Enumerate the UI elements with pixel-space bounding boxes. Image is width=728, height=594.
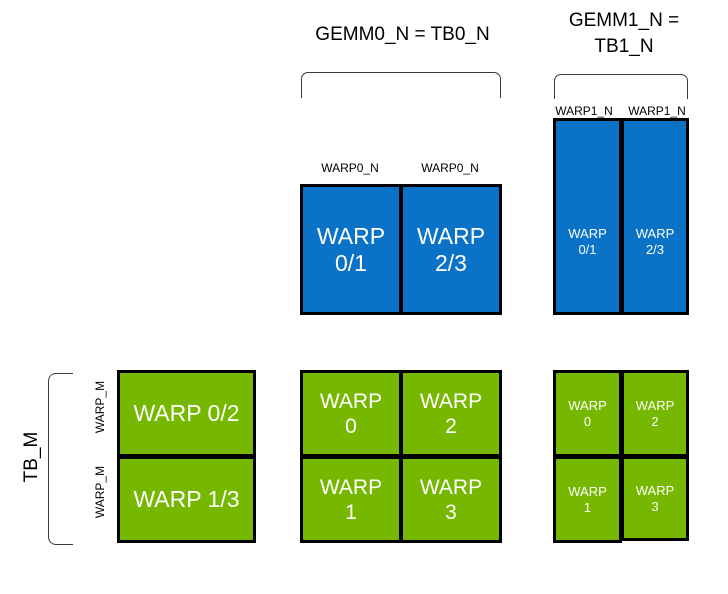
green-right-cell-1-line2: 1 — [583, 499, 592, 515]
blue1-warp-cell-0-1-line2: 0/1 — [578, 241, 597, 257]
warp1-n-label-right: WARP1_N — [628, 104, 686, 118]
blue-warp-cell-2-3-line2: 2/3 — [435, 249, 467, 276]
gemm0-bracket — [301, 72, 501, 98]
green-mid-cell-2-line1: WARP — [419, 389, 483, 413]
gemm1-heading: GEMM1_N = TB1_N — [548, 8, 700, 60]
green-mid-cell-0-line1: WARP — [319, 389, 383, 413]
blue-warp-cell-2-3-line1: WARP — [416, 222, 486, 249]
blue-warp-cell-0-1-line1: WARP — [316, 222, 386, 249]
green-mid-cell-2-line2: 2 — [445, 414, 457, 438]
green-mid-cell-3-line2: 3 — [445, 500, 457, 524]
warp-m-label-bottom: WARP_M — [93, 465, 107, 519]
green-right-cell-1-line1: WARP — [568, 483, 607, 499]
blue1-warp-cell-2-3-line1: WARP — [635, 225, 675, 241]
green-right-cell-2-line2: 2 — [651, 413, 659, 429]
green-left-cell-0-2[interactable]: WARP 0/2 — [117, 370, 256, 457]
warp0-n-label-left: WARP0_N — [321, 161, 379, 175]
gemm1-heading-line2: TB1_N — [594, 36, 654, 57]
green-mid-cell-1-line2: 1 — [345, 500, 357, 524]
warp1-n-label-left: WARP1_N — [555, 104, 613, 118]
blue1-warp-cell-2-3-line2: 2/3 — [645, 241, 665, 257]
green-mid-cell-0-line2: 0 — [345, 414, 357, 438]
green-left-cell-0-2-label: WARP 0/2 — [133, 400, 240, 426]
green-right-cell-0-line2: 0 — [583, 413, 592, 429]
green-right-cell-3-line2: 3 — [651, 498, 659, 514]
warp0-n-label-right: WARP0_N — [421, 161, 479, 175]
gemm1-heading-line1: GEMM1_N = — [568, 10, 680, 31]
blue1-warp-cell-0-1-line1: WARP — [568, 225, 607, 241]
green-mid-cell-3-line1: WARP — [419, 475, 483, 499]
green-left-cell-1-3[interactable]: WARP 1/3 — [117, 456, 256, 543]
tb-m-label: TB_M — [21, 431, 42, 483]
warp-m-label-top: WARP_M — [93, 380, 107, 434]
gemm1-bracket — [554, 74, 688, 99]
green-mid-cell-1-line1: WARP — [319, 475, 383, 499]
green-right-cell-3-line1: WARP — [635, 482, 675, 498]
blue-warp-cell-0-1-line2: 0/1 — [335, 249, 367, 276]
gemm0-heading: GEMM0_N = TB0_N — [315, 24, 490, 45]
green-right-cell-0-line1: WARP — [568, 397, 607, 413]
green-right-cell-2-line1: WARP — [635, 397, 675, 413]
tb-m-bracket — [48, 373, 73, 545]
green-left-cell-1-3-label: WARP 1/3 — [133, 486, 240, 512]
